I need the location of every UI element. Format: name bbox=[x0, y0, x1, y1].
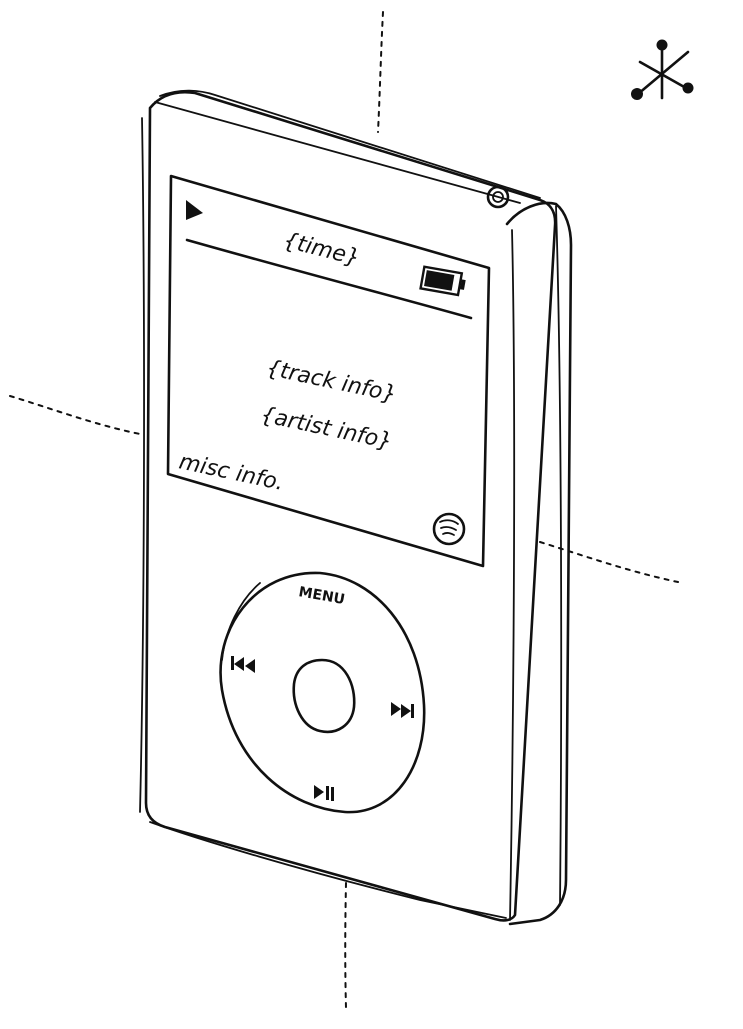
spotify-icon bbox=[432, 512, 466, 546]
time-display: {time} bbox=[281, 228, 362, 271]
play-pause-icon[interactable] bbox=[314, 785, 334, 801]
misc-info: misc info. bbox=[177, 449, 286, 496]
click-wheel[interactable]: MENU bbox=[219, 571, 426, 814]
screen: {time} {track info} {artist info} misc i… bbox=[166, 174, 491, 568]
play-icon bbox=[186, 200, 203, 220]
battery-icon bbox=[419, 265, 466, 297]
rotation-axes bbox=[9, 11, 679, 1009]
hold-switch-icon[interactable] bbox=[486, 185, 510, 209]
menu-label[interactable]: MENU bbox=[297, 584, 346, 608]
track-info: {track info} bbox=[264, 356, 399, 408]
next-track-icon[interactable] bbox=[391, 702, 414, 718]
center-select-button[interactable] bbox=[292, 658, 356, 734]
artist-info: {artist info} bbox=[258, 403, 394, 455]
previous-track-icon[interactable] bbox=[231, 656, 255, 673]
asterisk-node-logo bbox=[631, 39, 694, 100]
device-body bbox=[139, 89, 573, 926]
